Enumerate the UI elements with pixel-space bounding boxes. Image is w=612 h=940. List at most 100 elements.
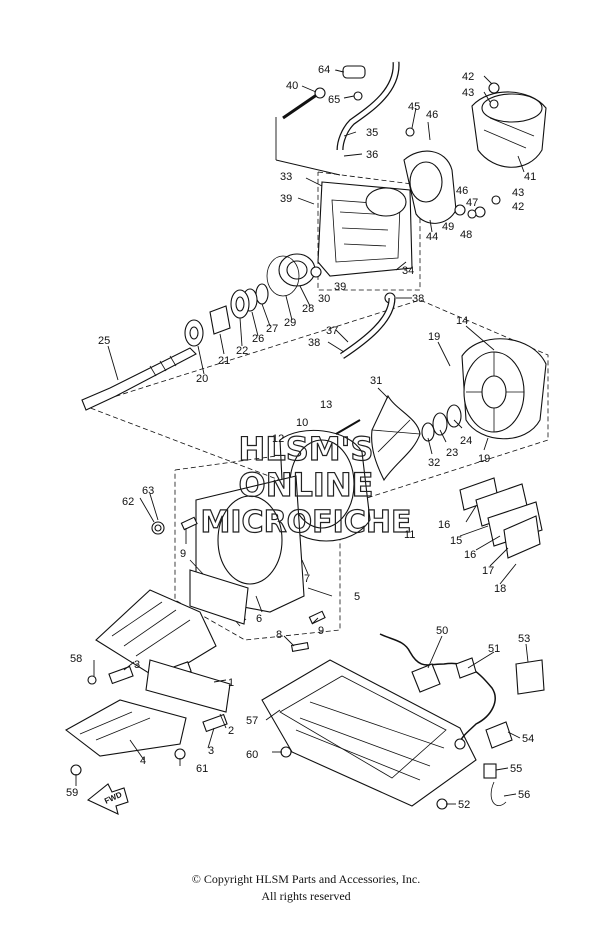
callout-63: 63 bbox=[142, 485, 154, 497]
bolt-40 bbox=[282, 87, 326, 120]
callout-32: 32 bbox=[428, 457, 440, 469]
callout-28: 28 bbox=[302, 303, 314, 315]
watermark-line-1: HLSM'S bbox=[239, 430, 374, 468]
bolt-45 bbox=[405, 127, 415, 137]
forward-arrow: FWD bbox=[86, 783, 129, 815]
callout-9: 9 bbox=[180, 548, 186, 560]
washer-63 bbox=[154, 524, 162, 532]
callout-25: 25 bbox=[98, 335, 110, 347]
callout-46b: 46 bbox=[456, 185, 468, 197]
callout-13: 13 bbox=[320, 399, 332, 411]
bolt-8 bbox=[290, 642, 310, 652]
housing-28 bbox=[266, 253, 316, 297]
callout-6: 6 bbox=[256, 613, 262, 625]
callout-2: 2 bbox=[228, 725, 234, 737]
callout-20: 20 bbox=[196, 373, 208, 385]
clip-55 bbox=[483, 763, 497, 779]
callout-5: 5 bbox=[354, 591, 360, 603]
holder-53 bbox=[515, 659, 545, 695]
callout-12: 12 bbox=[272, 433, 284, 445]
callout-16b: 16 bbox=[464, 549, 476, 561]
callout-4: 4 bbox=[140, 755, 146, 767]
callout-29: 29 bbox=[284, 317, 296, 329]
callout-35: 35 bbox=[366, 127, 378, 139]
callout-26: 26 bbox=[252, 333, 264, 345]
bushing-43b bbox=[491, 195, 501, 205]
callout-3b: 3 bbox=[208, 745, 214, 757]
callout-62: 62 bbox=[122, 496, 134, 508]
drive-shaft-25 bbox=[81, 347, 197, 411]
bolt-58 bbox=[87, 675, 97, 685]
callout-48: 48 bbox=[460, 229, 472, 241]
callout-61: 61 bbox=[196, 763, 208, 775]
speed-sensor-cable-50 bbox=[379, 633, 496, 750]
callout-40: 40 bbox=[286, 80, 298, 92]
screw-52 bbox=[436, 798, 448, 810]
callout-42b: 42 bbox=[512, 201, 524, 213]
callout-39b: 39 bbox=[334, 281, 346, 293]
callout-49: 49 bbox=[442, 221, 454, 233]
spacer-3 bbox=[108, 665, 134, 685]
watermark: HLSM'S ONLINE MICROFICHE bbox=[200, 429, 412, 540]
ring-32 bbox=[421, 422, 435, 442]
callout-24: 24 bbox=[460, 435, 472, 447]
ring-23 bbox=[432, 412, 448, 436]
callout-3: 3 bbox=[134, 659, 140, 671]
callout-8: 8 bbox=[276, 629, 282, 641]
impeller-housing-14 bbox=[461, 338, 547, 440]
callout-37: 37 bbox=[326, 325, 338, 337]
callout-17: 17 bbox=[482, 565, 494, 577]
spacer-3b bbox=[202, 713, 228, 733]
callout-1: 1 bbox=[228, 677, 234, 689]
clamp-64 bbox=[334, 65, 366, 79]
callout-18: 18 bbox=[494, 583, 506, 595]
callout-45: 45 bbox=[408, 101, 420, 113]
pin-9b bbox=[308, 610, 326, 625]
callout-42: 42 bbox=[462, 71, 474, 83]
callout-31: 31 bbox=[370, 375, 382, 387]
callout-34: 34 bbox=[402, 265, 414, 277]
hose-35 bbox=[336, 61, 400, 151]
callout-22: 22 bbox=[236, 345, 248, 357]
callout-30: 30 bbox=[318, 293, 330, 305]
clamp-54 bbox=[485, 721, 513, 749]
intake-housing-33 bbox=[317, 181, 413, 277]
callout-43: 43 bbox=[462, 87, 474, 99]
impeller-31 bbox=[371, 394, 421, 482]
intake-grate bbox=[64, 589, 231, 757]
callout-21: 21 bbox=[218, 355, 230, 367]
callout-51: 51 bbox=[488, 643, 500, 655]
callout-47: 47 bbox=[466, 197, 478, 209]
callout-19: 19 bbox=[428, 331, 440, 343]
callout-65: 65 bbox=[328, 94, 340, 106]
bearing-stack bbox=[184, 283, 269, 347]
callout-labels: 64 65 40 35 36 42 43 45 46 41 46 47 43 4… bbox=[66, 64, 536, 811]
nozzle-44 bbox=[403, 150, 457, 224]
callout-56: 56 bbox=[518, 789, 530, 801]
mounting-frame-6 bbox=[189, 475, 305, 627]
callout-46: 46 bbox=[426, 109, 438, 121]
washer-49 bbox=[454, 204, 466, 216]
callout-44: 44 bbox=[426, 231, 438, 243]
callout-59: 59 bbox=[66, 787, 78, 799]
ride-plate-57 bbox=[261, 659, 477, 807]
callout-38: 38 bbox=[412, 293, 424, 305]
callout-15: 15 bbox=[450, 535, 462, 547]
callout-64: 64 bbox=[318, 64, 330, 76]
watermark-line-3: MICROFICHE bbox=[201, 505, 412, 540]
bolt-61 bbox=[174, 748, 186, 760]
callout-11: 11 bbox=[404, 529, 415, 541]
callout-39: 39 bbox=[280, 193, 292, 205]
intake-duct-10 bbox=[279, 429, 371, 542]
bushing-43 bbox=[489, 99, 499, 109]
rights-reserved: All rights reserved bbox=[261, 889, 351, 903]
watermark-line-2: ONLINE bbox=[239, 466, 374, 504]
bolt-13 bbox=[335, 419, 361, 435]
callout-52: 52 bbox=[458, 799, 470, 811]
steering-nozzle-41 bbox=[471, 91, 547, 168]
callout-7: 7 bbox=[304, 573, 310, 585]
bolt-42 bbox=[488, 82, 500, 94]
callout-9b: 9 bbox=[318, 625, 324, 637]
callout-55: 55 bbox=[510, 763, 522, 775]
callout-43b: 43 bbox=[512, 187, 524, 199]
